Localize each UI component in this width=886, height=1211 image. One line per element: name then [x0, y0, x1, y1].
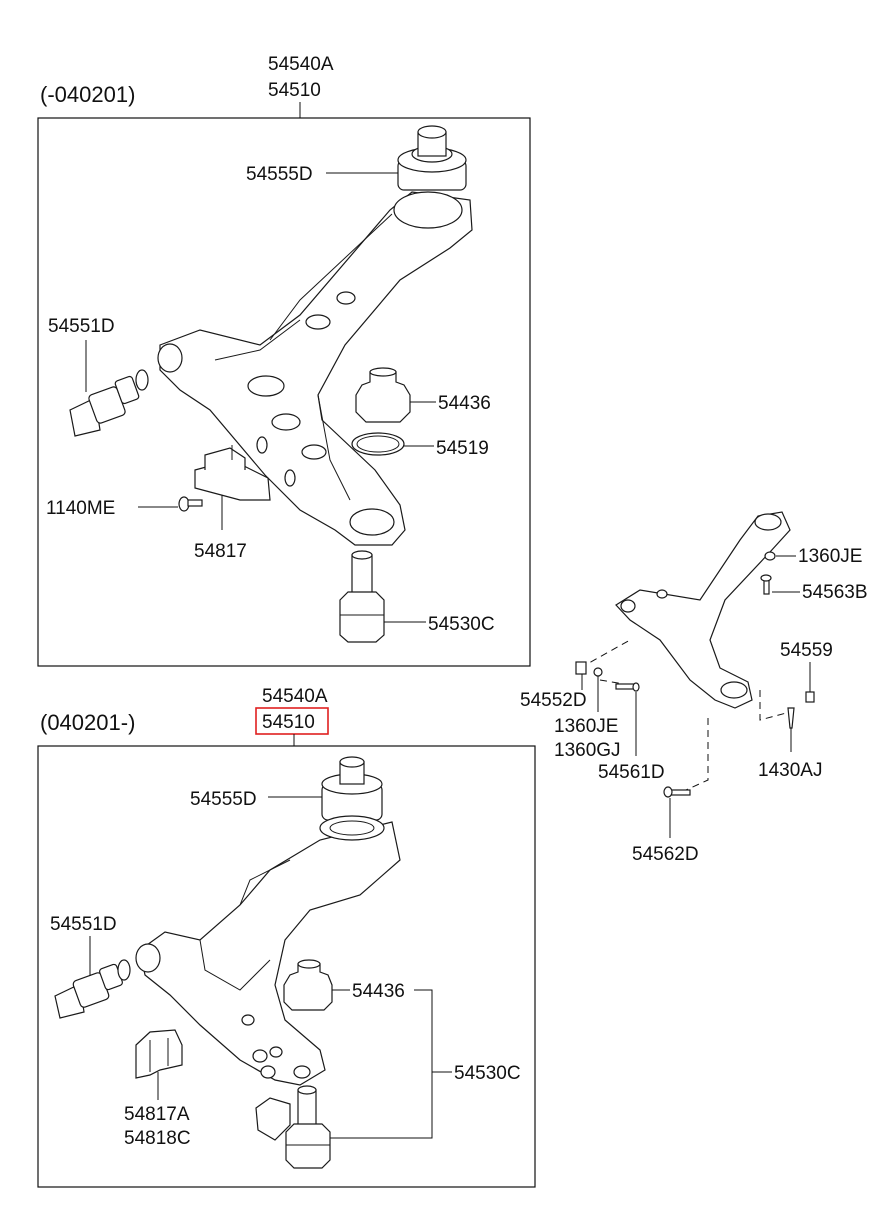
lower-54817a-label[interactable]: 54817A — [124, 1104, 190, 1125]
side-assembly: 1360JE 54563B 54552D 1360JE 1360GJ 54561… — [520, 511, 868, 865]
side-part-54552d[interactable] — [575, 661, 587, 675]
lower-54555d-label[interactable]: 54555D — [190, 789, 257, 810]
upper-snap-ring-54519[interactable] — [351, 432, 405, 456]
side-nut-1360je-top[interactable] — [764, 551, 776, 561]
upper-arm-rear-eye — [157, 343, 183, 373]
side-54561d-label[interactable]: 54561D — [598, 762, 665, 783]
upper-bolt-1140me[interactable] — [178, 496, 203, 512]
lower-panel-frame — [37, 745, 536, 1188]
upper-54530c-label[interactable]: 54530C — [428, 614, 495, 635]
side-54559-label[interactable]: 54559 — [780, 640, 833, 661]
lower-panel: (040201-) 54540A 54510 54555D — [37, 686, 536, 1188]
lower-bushing-54555d[interactable] — [319, 756, 385, 841]
side-bolt-54561d[interactable] — [615, 682, 640, 692]
lower-part-54510-label[interactable]: 54510 — [262, 712, 315, 733]
side-dash-4 — [759, 690, 791, 721]
upper-control-arm[interactable] — [157, 191, 473, 546]
lower-ball-joint-54530c[interactable] — [255, 1085, 331, 1169]
lower-dust-cover-54436[interactable] — [283, 959, 333, 1011]
side-1430aj-label[interactable]: 1430AJ — [758, 760, 822, 781]
upper-54519-label[interactable]: 54519 — [436, 438, 489, 459]
upper-bracket-54817[interactable] — [194, 445, 271, 501]
side-dash-1 — [579, 639, 631, 669]
side-bolt-54562d[interactable] — [663, 786, 691, 798]
lower-bushing-54551d[interactable] — [54, 959, 131, 1019]
side-1360gj-label[interactable]: 1360GJ — [554, 740, 621, 761]
upper-panel: (-040201) 54540A 54510 — [37, 54, 531, 667]
side-54563b-label[interactable]: 54563B — [802, 582, 868, 603]
side-dash-3 — [685, 718, 709, 791]
upper-bushing-54551d[interactable] — [69, 369, 149, 437]
upper-arm-hole-1 — [247, 375, 285, 397]
side-pin-1430aj[interactable] — [787, 707, 795, 729]
lower-54551d-label[interactable]: 54551D — [50, 914, 117, 935]
upper-bushing-54555d[interactable] — [397, 125, 467, 191]
upper-ball-joint-54530c[interactable] — [339, 550, 385, 643]
upper-panel-frame — [37, 117, 531, 667]
side-nut-1360je[interactable] — [593, 667, 603, 677]
lower-54436-label[interactable]: 54436 — [352, 981, 405, 1002]
side-part-54559[interactable] — [805, 691, 815, 703]
upper-arm-balljoint-hole — [349, 508, 395, 536]
upper-part-54540a-label[interactable]: 54540A — [268, 54, 334, 75]
upper-period-label: (-040201) — [40, 82, 135, 107]
upper-arm-hole-5 — [301, 444, 327, 460]
upper-dust-cover-54436[interactable] — [355, 367, 411, 423]
side-bolt-54563b[interactable] — [760, 574, 772, 595]
lower-54818c-label[interactable]: 54818C — [124, 1128, 191, 1149]
side-arm-front-eye — [754, 513, 782, 531]
upper-part-54510-label[interactable]: 54510 — [268, 80, 321, 101]
lower-control-arm[interactable] — [135, 821, 401, 1086]
side-54562d-label[interactable]: 54562D — [632, 844, 699, 865]
side-arm-balljoint-eye — [720, 681, 748, 699]
lower-group-bracket — [330, 989, 433, 1139]
upper-1140me-label[interactable]: 1140ME — [46, 498, 115, 519]
lower-54530c-label[interactable]: 54530C — [454, 1063, 521, 1084]
lower-period-label: (040201-) — [40, 710, 135, 735]
lower-arm-rear-eye — [135, 943, 161, 973]
highlight-box-54510 — [255, 707, 329, 735]
side-1360je-top-label[interactable]: 1360JE — [798, 546, 862, 567]
upper-arm-hole-2 — [305, 314, 331, 330]
upper-arm-hole-3 — [336, 291, 356, 305]
upper-54555d-label[interactable]: 54555D — [246, 164, 313, 185]
upper-arm-hole-4 — [271, 413, 301, 431]
side-1360je-label[interactable]: 1360JE — [554, 716, 618, 737]
lower-part-54540a-label[interactable]: 54540A — [262, 686, 328, 707]
upper-54436-label[interactable]: 54436 — [438, 393, 491, 414]
upper-54551d-label[interactable]: 54551D — [48, 316, 115, 337]
lower-bracket-54817a[interactable] — [135, 1029, 183, 1079]
side-54552d-label[interactable]: 54552D — [520, 690, 587, 711]
upper-54817-label[interactable]: 54817 — [194, 541, 247, 562]
side-control-arm[interactable] — [615, 511, 791, 709]
upper-arm-front-eye — [393, 191, 463, 229]
